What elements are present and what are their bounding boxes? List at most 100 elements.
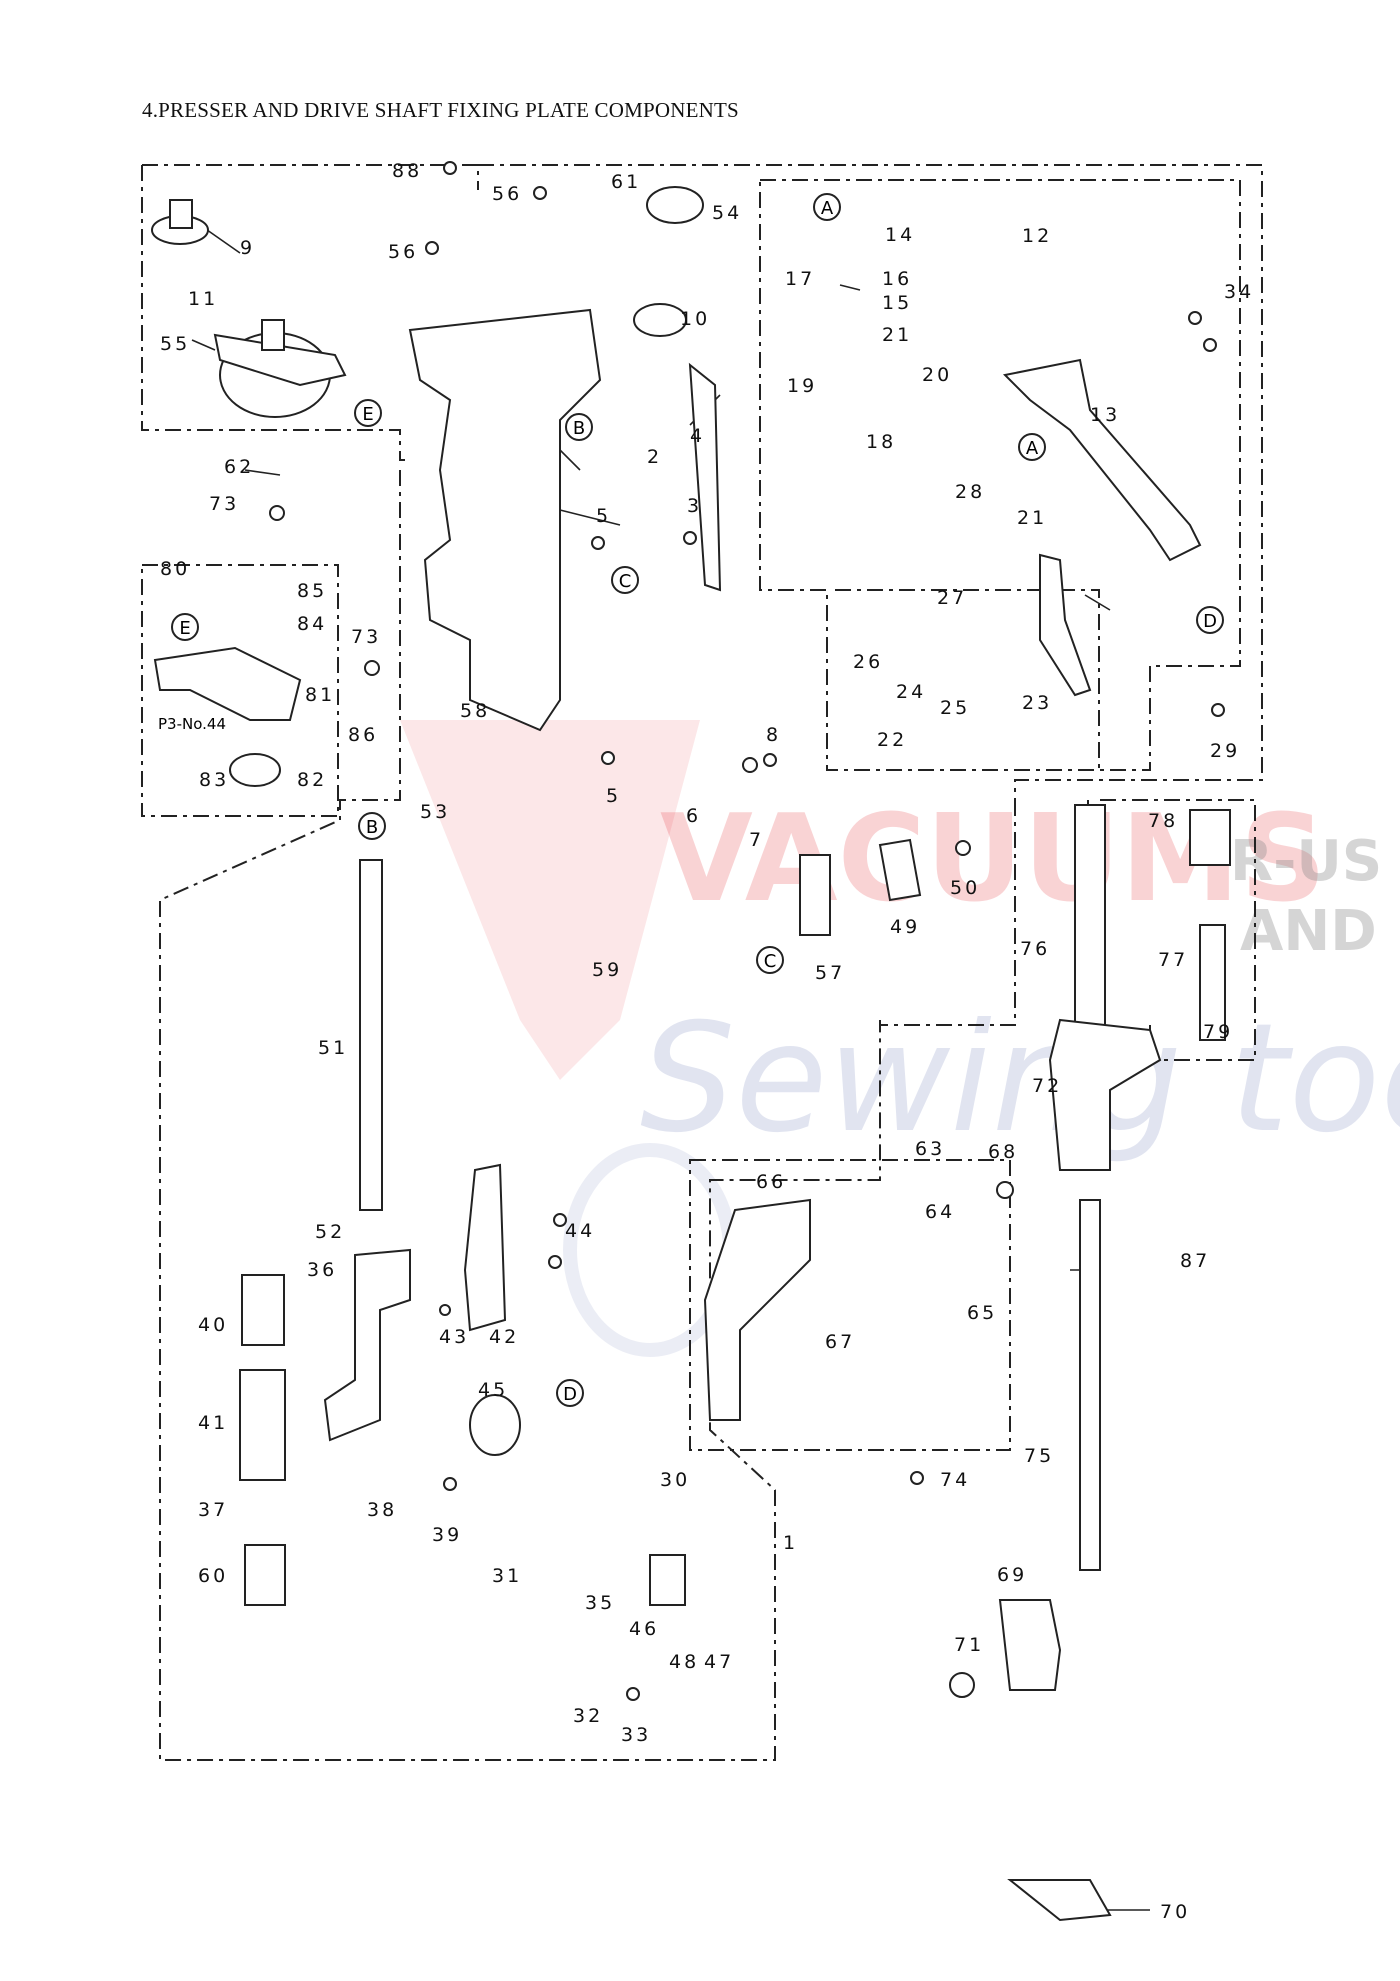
callout-C-2: C <box>756 946 784 974</box>
screw-88 <box>443 161 457 175</box>
part-label-17: 17 <box>785 268 815 290</box>
part-label-64: 64 <box>925 1201 955 1223</box>
part-label-5a: 5 <box>596 505 611 527</box>
part-label-80: 80 <box>160 558 190 580</box>
screw-44b <box>548 1255 562 1269</box>
part-label-79: 79 <box>1203 1021 1233 1043</box>
part-label-16: 16 <box>882 268 912 290</box>
part-label-41: 41 <box>198 1412 228 1434</box>
callout-B-2-label: B <box>366 817 378 838</box>
part-label-37: 37 <box>198 1499 228 1521</box>
cam-82 <box>229 753 281 787</box>
belt-4 <box>688 362 722 592</box>
part-label-13: 13 <box>1090 404 1120 426</box>
part-label-59: 59 <box>592 959 622 981</box>
part-label-25: 25 <box>940 697 970 719</box>
part-label-58: 58 <box>460 700 490 722</box>
part-label-57: 57 <box>815 962 845 984</box>
part-label-29: 29 <box>1210 740 1240 762</box>
plate-42 <box>463 1163 507 1332</box>
screw-5b <box>601 751 615 765</box>
callout-B-1-label: B <box>573 418 585 439</box>
knob-54 <box>646 186 704 224</box>
screw-43 <box>439 1304 451 1316</box>
part-labels: 1 2 3 4 5 5 6 7 8 9 10 11 12 13 14 15 16… <box>160 160 1251 1923</box>
part-label-14: 14 <box>885 224 915 246</box>
part-label-65: 65 <box>967 1302 997 1324</box>
callout-E-1: E <box>354 399 382 427</box>
callouts: A A B B C C D D E E <box>171 193 1224 1407</box>
part-label-33: 33 <box>621 1724 651 1746</box>
part-label-10: 10 <box>680 308 710 330</box>
part-label-49: 49 <box>890 916 920 938</box>
callout-A-1-label: A <box>821 198 834 219</box>
part-label-43: 43 <box>439 1326 469 1348</box>
part-label-69: 69 <box>997 1564 1027 1586</box>
callout-A-1: A <box>813 193 841 221</box>
fixing-plate-58 <box>408 308 602 732</box>
part-label-24: 24 <box>896 681 926 703</box>
screw-39 <box>443 1477 457 1491</box>
screws <box>269 161 1225 1701</box>
part-label-40: 40 <box>198 1314 228 1336</box>
part-label-51: 51 <box>318 1037 348 1059</box>
part-label-3: 3 <box>687 495 702 517</box>
part-label-22: 22 <box>877 729 907 751</box>
screw-34b <box>1203 338 1217 352</box>
part-label-48: 48 <box>669 1651 699 1673</box>
spring-60 <box>244 1544 286 1606</box>
part-label-55: 55 <box>160 333 190 355</box>
holder-36 <box>323 1248 411 1442</box>
part-label-45: 45 <box>478 1379 508 1401</box>
part-label-81: 81 <box>305 684 335 706</box>
screw-33 <box>626 1687 640 1701</box>
part-label-27: 27 <box>937 587 967 609</box>
part-label-61: 61 <box>611 171 641 193</box>
part-label-60: 60 <box>198 1565 228 1587</box>
part-label-20: 20 <box>922 364 952 386</box>
part-label-53: 53 <box>420 801 450 823</box>
part-label-35: 35 <box>585 1592 615 1614</box>
part-label-21b: 21 <box>1017 507 1047 529</box>
part-label-86: 86 <box>348 724 378 746</box>
part-label-87: 87 <box>1180 1250 1210 1272</box>
part-label-63: 63 <box>915 1138 945 1160</box>
part-label-83: 83 <box>199 769 229 791</box>
part-label-70: 70 <box>1160 1901 1190 1923</box>
lever-23 <box>1039 553 1092 697</box>
part-label-39: 39 <box>432 1524 462 1546</box>
callout-C-2-label: C <box>764 951 777 972</box>
part-label-28: 28 <box>955 481 985 503</box>
nut-74 <box>910 1471 924 1485</box>
holder-72 <box>1048 1018 1162 1171</box>
motor-plate <box>213 333 347 387</box>
callout-D-1: D <box>1196 606 1224 634</box>
screw-56b <box>533 186 547 200</box>
part-label-31: 31 <box>492 1565 522 1587</box>
screw-73b <box>364 660 380 676</box>
part-label-5b: 5 <box>606 785 621 807</box>
callout-E-2: E <box>171 613 199 641</box>
callout-C-1: C <box>611 566 639 594</box>
gear-9-hub <box>169 199 193 229</box>
part-label-47: 47 <box>704 1651 734 1673</box>
part-label-18: 18 <box>866 431 896 453</box>
gear-45 <box>469 1394 521 1456</box>
part-label-46: 46 <box>629 1618 659 1640</box>
part-label-78: 78 <box>1148 810 1178 832</box>
callout-D-2-label: D <box>563 1384 577 1405</box>
part-label-12: 12 <box>1022 225 1052 247</box>
screw-44a <box>553 1213 567 1227</box>
part-label-85: 85 <box>297 580 327 602</box>
part-label-21a: 21 <box>882 324 912 346</box>
part-label-76: 76 <box>1020 938 1050 960</box>
group-boundaries <box>141 164 1263 1761</box>
shaft-51 <box>359 859 383 1211</box>
part-label-4: 4 <box>690 425 705 447</box>
part-label-68: 68 <box>988 1141 1018 1163</box>
part-label-19: 19 <box>787 375 817 397</box>
part-label-77: 77 <box>1158 949 1188 971</box>
part-label-15: 15 <box>882 292 912 314</box>
part-label-54: 54 <box>712 202 742 224</box>
